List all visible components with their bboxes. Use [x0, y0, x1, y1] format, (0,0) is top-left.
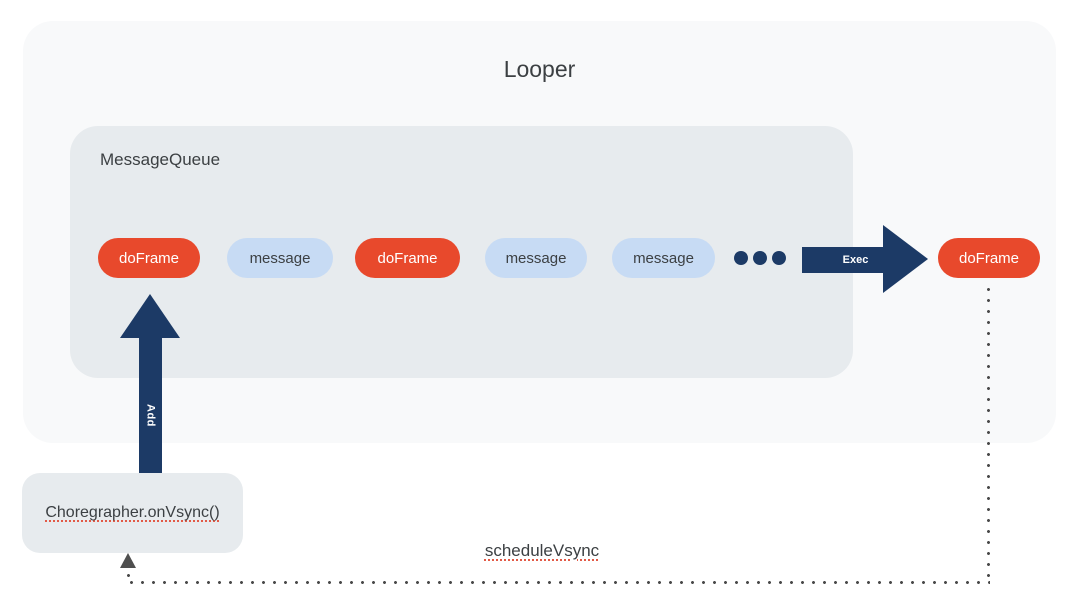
queue-ellipsis-icon — [734, 251, 786, 265]
choreographer-label: Choregrapher.onVsync() — [45, 504, 220, 521]
ellipsis-dot-icon — [772, 251, 786, 265]
dotted-connector-tail — [127, 570, 130, 582]
dotted-connector-arrowhead-icon — [120, 553, 136, 568]
choreographer-box: Choregrapher.onVsync() — [22, 473, 243, 553]
dotted-connector-vertical — [987, 284, 990, 584]
queue-item-message: message — [485, 238, 587, 278]
add-arrow: Add — [139, 338, 162, 493]
ellipsis-dot-icon — [734, 251, 748, 265]
message-queue-panel — [70, 126, 853, 378]
add-arrow-label: Add — [144, 404, 157, 427]
queue-item-message: message — [612, 238, 715, 278]
ellipsis-dot-icon — [753, 251, 767, 265]
queue-item-doframe: doFrame — [355, 238, 460, 278]
queue-item-doframe: doFrame — [98, 238, 200, 278]
schedulevsync-label: scheduleVsync — [484, 541, 600, 560]
add-arrowhead-icon — [120, 294, 180, 338]
exec-arrow-label: Exec — [842, 254, 869, 266]
queue-item-message: message — [227, 238, 333, 278]
message-queue-title: MessageQueue — [100, 150, 221, 169]
exec-arrow: Exec — [802, 247, 883, 273]
exec-arrowhead-icon — [883, 225, 928, 293]
looper-title: Looper — [503, 56, 576, 82]
dotted-connector-horizontal — [126, 581, 990, 584]
executing-doframe-pill: doFrame — [938, 238, 1040, 278]
